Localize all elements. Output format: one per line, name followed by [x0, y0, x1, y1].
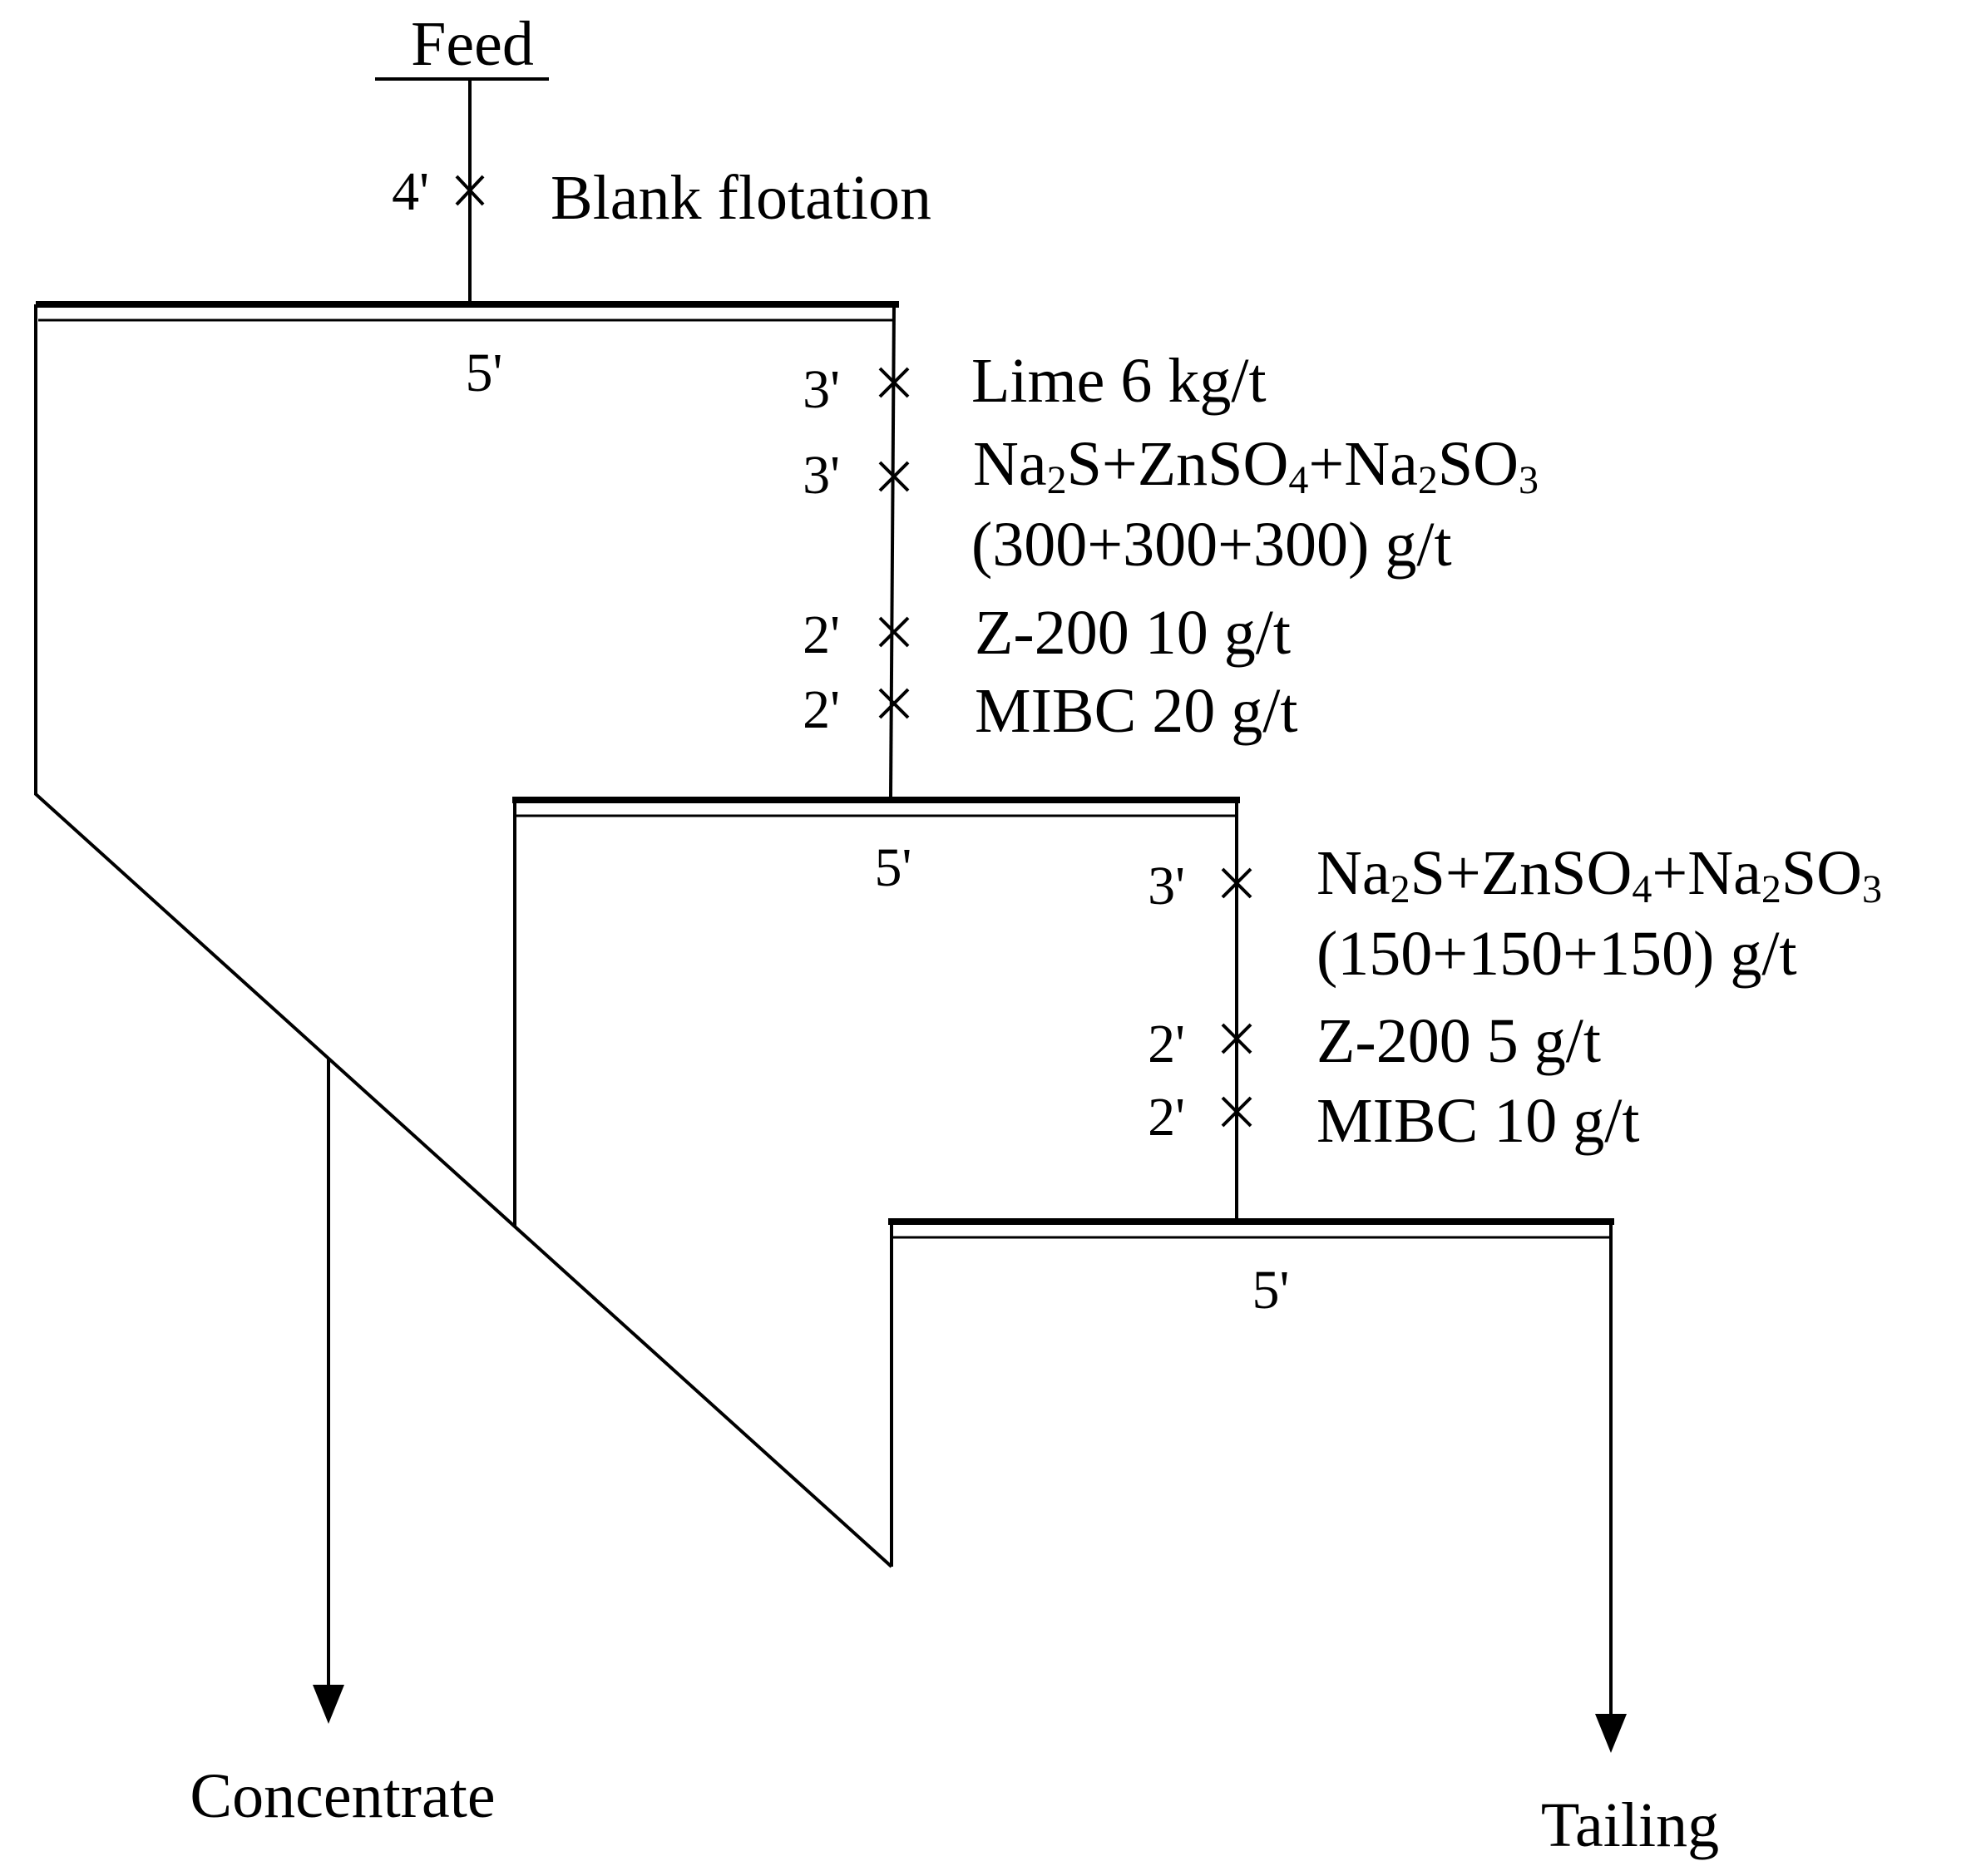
feed-label: Feed	[411, 9, 534, 79]
reagent-time: 2'	[803, 605, 840, 665]
reagent-time: 3'	[803, 359, 840, 420]
reagent-z200-2: Z-200 5 g/t	[1316, 1006, 1601, 1076]
reagent-marker	[1221, 1023, 1252, 1054]
cell-1-time: 5'	[466, 343, 503, 403]
reagent-dosage-1: (300+300+300) g/t	[971, 510, 1452, 580]
reagent-time: 3'	[803, 445, 840, 506]
reagent-lime: Lime 6 kg/t	[971, 346, 1267, 416]
reagent-marker	[878, 367, 910, 398]
cell-2-time: 5'	[875, 837, 912, 898]
reagent-marker	[878, 688, 910, 719]
flotation-cell-1	[36, 301, 899, 322]
concentrate-label: Concentrate	[190, 1761, 495, 1831]
concentrate-arrow	[313, 1685, 344, 1724]
reagent-mibc: MIBC 20 g/t	[975, 676, 1298, 746]
reagent-time: 3'	[1148, 856, 1185, 916]
blank-flotation-time: 4'	[392, 161, 429, 222]
reagent-marker	[1221, 867, 1252, 899]
reagent-dosage-2: (150+150+150) g/t	[1316, 919, 1797, 989]
reagent-sulfide-mix-1: Na2S+ZnSO4+Na2SO3	[973, 429, 1539, 502]
stage1-tailings-line	[889, 304, 896, 797]
tailing-label: Tailing	[1541, 1790, 1719, 1860]
reagent-marker	[878, 616, 910, 648]
tailing-arrow	[1595, 1714, 1627, 1753]
reagent-marker	[878, 461, 910, 492]
blank-flotation-label: Blank flotation	[551, 163, 931, 233]
reagent-marker	[1221, 1096, 1252, 1128]
blank-flotation-marker	[455, 175, 485, 206]
reagent-sulfide-mix-2: Na2S+ZnSO4+Na2SO3	[1316, 838, 1882, 911]
stage1-froth-line	[34, 304, 893, 1568]
reagent-time: 2'	[1148, 1087, 1185, 1148]
reagent-mibc-2: MIBC 10 g/t	[1316, 1086, 1640, 1156]
cell-3-time: 5'	[1252, 1260, 1290, 1321]
flotation-cell-3	[888, 1218, 1614, 1239]
flotation-cell-2	[512, 797, 1240, 817]
reagent-time: 2'	[803, 679, 840, 740]
reagent-time: 2'	[1148, 1014, 1185, 1074]
reagent-z200: Z-200 10 g/t	[975, 598, 1291, 668]
